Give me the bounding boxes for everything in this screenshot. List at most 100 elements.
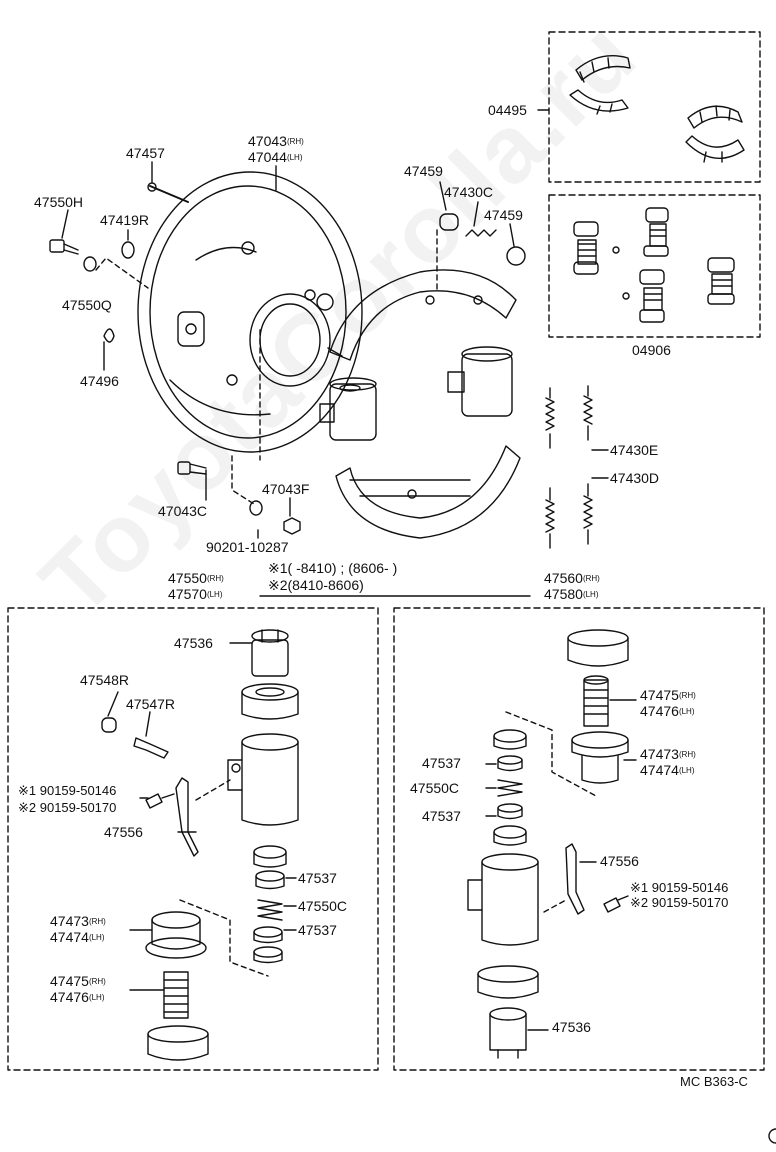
bleeder-47547r-icon <box>133 737 169 759</box>
label-left-47536: 47536 <box>174 635 213 651</box>
label-47043c: 47043C <box>158 503 208 519</box>
kit-brake-shoe-2-icon <box>569 89 629 115</box>
cap-right-lower-icon <box>493 825 527 846</box>
cup-right-47537-b-icon <box>497 803 523 820</box>
date-note-line1: ※1( -8410) ; (8606- ) <box>268 560 398 576</box>
wheel-cylinder-lower-icon <box>319 377 377 441</box>
right-cylinder-box <box>393 607 765 1071</box>
bleeder-cap-47548r-icon <box>101 717 117 733</box>
label-left-47556: 47556 <box>104 824 143 840</box>
shoe-kit-box <box>548 31 761 183</box>
boot-right-top-icon <box>567 629 629 667</box>
label-left-47537-b: 47537 <box>298 922 337 938</box>
label-47430c: 47430C <box>444 184 494 200</box>
label-47430e: 47430E <box>610 442 659 458</box>
cup-right-47537-a-icon <box>497 755 523 772</box>
label-right-bolt-1: ※1 90159-50146 <box>630 880 729 895</box>
backing-plate-icon <box>137 171 363 453</box>
label-47570-lh: 47570(LH) <box>168 586 223 602</box>
label-47560-rh: 47560(RH) <box>544 570 600 586</box>
clip-47556-left-icon <box>175 777 199 857</box>
label-47459-a: 47459 <box>404 163 443 179</box>
label-right-bolt-2: ※2 90159-50170 <box>630 895 729 910</box>
bolt-right-icon <box>603 897 621 913</box>
label-47459-b: 47459 <box>484 207 523 223</box>
label-right-47537-a: 47537 <box>422 755 461 771</box>
label-47547r: 47547R <box>126 696 176 712</box>
boot-left-bottom-icon <box>147 1025 209 1061</box>
kit-brake-shoe-1-icon <box>575 55 631 83</box>
label-47043-rh: 47043(RH) <box>248 133 304 149</box>
label-right-47556: 47556 <box>600 853 639 869</box>
bolt-left-icon <box>145 793 175 809</box>
cup-left-upper-icon <box>253 845 287 868</box>
label-left-47474-lh: 47474(LH) <box>50 929 105 945</box>
label-47580-lh: 47580(LH) <box>544 586 599 602</box>
nut-47043f-icon <box>283 517 301 535</box>
kit-cups-springs-icon <box>573 207 735 323</box>
bolt-47043c-icon <box>177 461 207 475</box>
label-90201-10287: 90201-10287 <box>206 539 289 555</box>
cylinder-body-right-icon <box>467 853 539 946</box>
label-left-47476-lh: 47476(LH) <box>50 989 105 1005</box>
left-cylinder-box <box>7 607 379 1071</box>
adjuster-screw-right-icon <box>583 675 609 727</box>
label-right-47476-lh: 47476(LH) <box>640 703 695 719</box>
label-left-47475-rh: 47475(RH) <box>50 973 106 989</box>
label-47430d: 47430D <box>610 470 660 486</box>
label-right-47550c: 47550C <box>410 780 460 796</box>
cup-right-upper-icon <box>493 729 527 750</box>
label-right-47537-b: 47537 <box>422 808 461 824</box>
label-47043f: 47043F <box>262 481 310 497</box>
date-note-line2: ※2(8410-8606) <box>268 577 364 593</box>
piston-47536-right-icon <box>489 1007 527 1059</box>
cap-47459-a-icon <box>439 213 459 231</box>
label-47457: 47457 <box>126 145 165 161</box>
label-04906: 04906 <box>632 342 671 358</box>
spring-right-47550c-icon <box>497 779 523 797</box>
label-right-47475-rh: 47475(RH) <box>640 687 696 703</box>
label-left-bolt-2: ※2 90159-50170 <box>18 800 117 815</box>
spring-left-47550c-icon <box>257 899 283 921</box>
label-left-bolt-1: ※1 90159-50146 <box>18 783 117 798</box>
label-47044-lh: 47044(LH) <box>248 149 303 165</box>
boot-left-top-icon <box>241 683 299 720</box>
label-left-47550c: 47550C <box>298 898 348 914</box>
label-left-47537-a: 47537 <box>298 870 337 886</box>
label-47496: 47496 <box>80 373 119 389</box>
label-47419r: 47419R <box>100 212 150 228</box>
washer-90201-icon <box>249 500 263 516</box>
spring-47430c-icon <box>465 229 497 237</box>
wheel-cylinder-upper-icon <box>447 346 513 417</box>
spring-47430d-icon <box>545 483 593 549</box>
washer-47550q-icon <box>83 256 97 272</box>
brake-shoe-lower-icon <box>335 445 521 539</box>
boot-right-bottom-icon <box>477 965 539 999</box>
label-47550q: 47550Q <box>62 297 112 313</box>
label-left-47473-rh: 47473(RH) <box>50 913 106 929</box>
label-right-47536: 47536 <box>552 1019 591 1035</box>
cylinder-body-left-icon <box>227 733 299 826</box>
diagram-code: MC B363-C <box>680 1074 748 1089</box>
label-47548r: 47548R <box>80 672 130 688</box>
adjuster-wheel-left-icon <box>145 911 207 959</box>
bolt-47550h-icon <box>49 239 79 255</box>
label-47550h: 47550H <box>34 194 84 210</box>
cylinder-kit-box <box>548 194 761 338</box>
label-right-47473-rh: 47473(RH) <box>640 746 696 762</box>
kit-brake-shoe-3-icon <box>687 105 743 129</box>
cup-left-47537-b-icon <box>253 926 283 944</box>
spring-47430e-icon <box>545 385 593 449</box>
label-47550-rh: 47550(RH) <box>168 570 224 586</box>
kit-brake-shoe-4-icon <box>685 135 745 163</box>
cap-left-lower-icon <box>253 946 283 964</box>
clip-47556-right-icon <box>565 843 585 915</box>
adjuster-screw-left-icon <box>163 971 189 1019</box>
cap-47459-b-icon <box>506 246 526 266</box>
label-04495: 04495 <box>488 102 527 118</box>
adjuster-wheel-right-icon <box>571 731 629 784</box>
label-right-47474-lh: 47474(LH) <box>640 762 695 778</box>
brake-shoe-upper-icon <box>327 269 517 361</box>
